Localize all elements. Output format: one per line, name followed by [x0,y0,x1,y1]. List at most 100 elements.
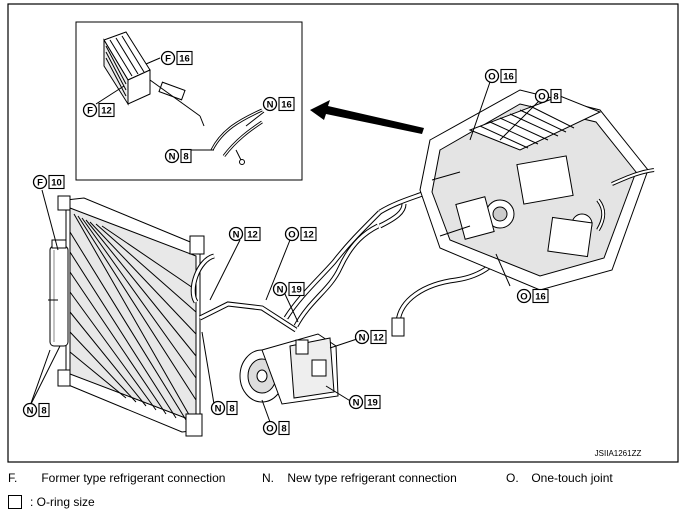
compressor-illustration [239,333,339,405]
callout-size-box [500,68,517,84]
callout-size: 8 [281,424,286,435]
callout-size-box [48,174,65,190]
callout-circle [210,400,226,416]
callout-letter: N [353,398,360,409]
oring-size-box-symbol [8,495,22,509]
callout-f-12: F 12 [82,102,115,118]
callout-size-box [278,96,295,112]
callout-circle [164,148,180,164]
callout-size-box [180,148,192,164]
callout-circle [22,402,38,418]
callout-leaders [29,57,541,423]
callout-o-12: O 12 [284,226,317,242]
callout-letter: N [233,230,240,241]
callout-size-box [300,226,317,242]
callout-circle [348,394,364,410]
callout-n-19: N 19 [272,281,305,297]
callout-circle [32,174,48,190]
callout-circle [262,420,278,436]
callout-size-box [38,402,50,418]
callout-n-19: N 19 [348,394,381,410]
callout-n-12: N 12 [228,226,261,242]
callout-circle [516,288,532,304]
callout-letter: O [266,424,273,435]
callout-size-box [370,329,387,345]
oring-size-text: : O-ring size [30,495,95,509]
callout-circle [160,50,176,66]
callout-o-16: O 16 [516,288,549,304]
legend-key: F. [8,471,18,485]
callout-letter: N [359,333,366,344]
expansion-valve-illustration [149,79,263,165]
legend-one-touch: O. One-touch joint [506,470,613,486]
callout-size-box [288,281,305,297]
callout-size-box [364,394,381,410]
legend-text: Former type refrigerant connection [41,471,226,485]
callout-size-box [532,288,549,304]
callout-circle [484,68,500,84]
legend-former-type: F. Former type refrigerant connection [8,470,225,486]
callout-size: 12 [303,230,314,241]
evaporator-core-illustration [103,31,151,106]
diagram-frame [7,3,679,463]
legend-new-type: N. New type refrigerant connection [262,470,457,486]
callout-size: 12 [247,230,258,241]
callout-size-box [176,50,193,66]
callout-size-box [244,226,261,242]
callout-size: 8 [553,92,558,103]
callout-f-16: F 16 [160,50,193,66]
callout-size: 12 [373,333,384,344]
callout-circle [262,96,278,112]
callout-size: 8 [183,152,188,163]
callout-letter: F [37,178,43,189]
callout-circle [272,281,288,297]
callout-letter: N [215,404,222,415]
detail-arrow [310,100,424,134]
callout-size: 10 [51,178,62,189]
legend-key: N. [262,471,274,485]
callout-letter: O [520,292,527,303]
figure-code: JSIIA1261ZZ [595,449,642,458]
callout-n-12: N 12 [354,329,387,345]
callout-size: 16 [281,100,292,111]
callout-circle [82,102,98,118]
callout-letter: N [27,406,34,417]
receiver-drier-illustration [48,239,69,347]
callout-size-box [98,102,115,118]
legend-text: One-touch joint [531,471,613,485]
callout-size: 19 [291,285,302,296]
callout-size: 16 [535,292,546,303]
callout-letter: O [288,230,295,241]
callout-letter: O [538,92,545,103]
heater-cooling-unit-illustration [419,89,655,291]
callout-size: 16 [503,72,514,83]
callout-letter: F [165,54,171,65]
callout-circle [228,226,244,242]
callout-size-box [278,420,290,436]
callout-letter: O [488,72,495,83]
callout-size-box [226,400,238,416]
callout-size: 12 [101,106,112,117]
callout-circle [284,226,300,242]
legend-text: New type refrigerant connection [287,471,457,485]
oring-size-note: : O-ring size [8,494,95,510]
callout-o-16: O 16 [484,68,517,84]
callout-f-10: F 10 [32,174,65,190]
callout-size: 8 [229,404,234,415]
callout-size-box [550,88,562,104]
legend-key: O. [506,471,519,485]
condenser-illustration [57,195,205,437]
callout-size: 19 [367,398,378,409]
callout-letter: F [87,106,93,117]
callout-letter: N [169,152,176,163]
callout-letter: N [277,285,284,296]
callout-size: 16 [179,54,190,65]
callout-size: 8 [41,406,46,417]
